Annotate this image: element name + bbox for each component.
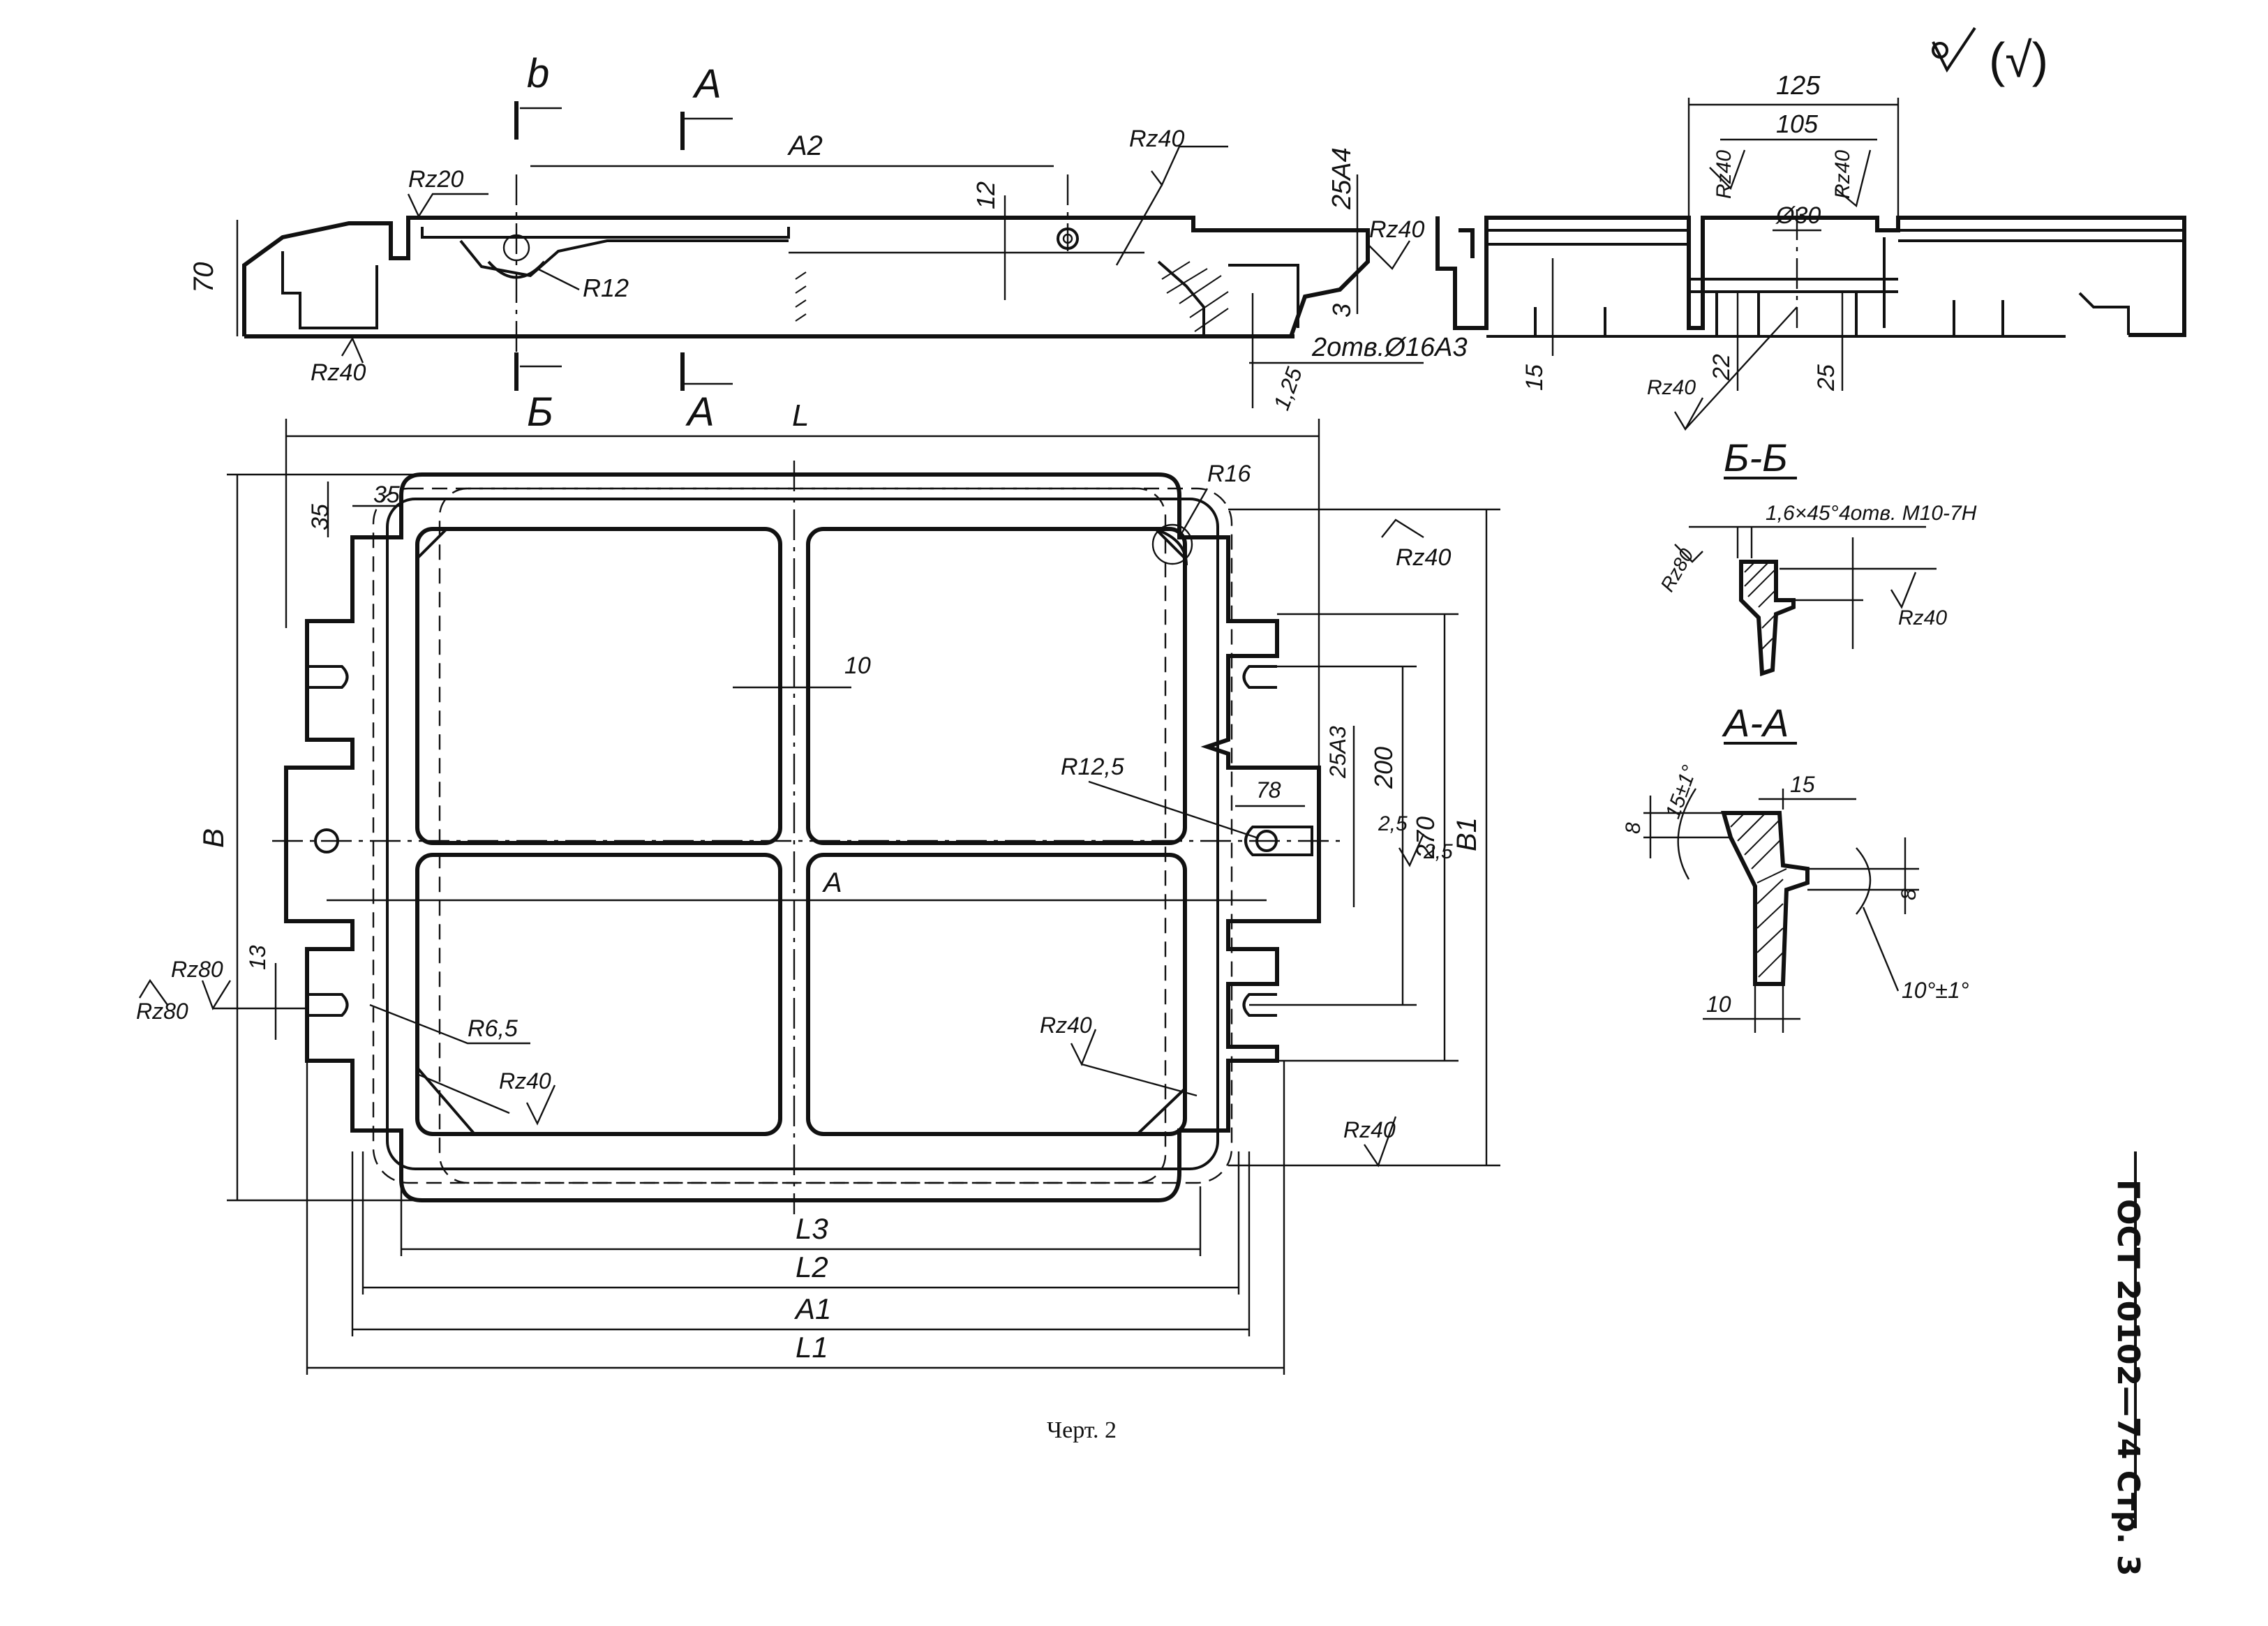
dim-25a3: 25A3 <box>1325 726 1350 779</box>
dim-holes-4: 4отв. M10-7H <box>1839 502 1977 525</box>
dim-holes-2: 2отв.Ø16A3 <box>1311 333 1468 362</box>
dim-35-a: 35 <box>373 482 400 508</box>
dim-l3: L3 <box>796 1212 828 1245</box>
figure-caption: Черт. 2 <box>1047 1417 1117 1443</box>
roughness-rz80-bb: Rz80 <box>1656 545 1698 595</box>
dim-1-25: 1,25 <box>1269 364 1307 413</box>
roughness-rz80-a: Rz80 <box>171 957 223 982</box>
radius-r12: R12 <box>583 274 629 302</box>
section-mark-b-lower: Б <box>527 389 553 435</box>
dim-25: 25 <box>1813 364 1840 391</box>
section-bb: Б-Б 1,6×45° 4отв. M10-7H Rz80 Rz40 <box>1656 435 1977 677</box>
dim-13: 13 <box>245 945 270 970</box>
roughness-rz40-bb: Rz40 <box>1898 606 1947 629</box>
dim-15: 15 <box>1521 364 1548 391</box>
dim-l1: L1 <box>796 1331 828 1364</box>
roughness-rz40-right-top: Rz40 <box>1369 216 1424 243</box>
dim-10: 10 <box>844 652 871 679</box>
aa-dim-8-b: 8 <box>1897 888 1920 900</box>
dim-b1: B1 <box>1452 817 1482 851</box>
radius-r12-5: R12,5 <box>1061 754 1124 780</box>
aa-dim-15: 15 <box>1790 772 1815 797</box>
radius-r16: R16 <box>1207 461 1251 487</box>
roughness-rz40-inner-r: Rz40 <box>1040 1013 1092 1038</box>
dim-a: A <box>822 867 842 898</box>
dim-a2: A2 <box>787 130 823 161</box>
dim-125: 125 <box>1776 71 1821 100</box>
dim-200: 200 <box>1369 747 1398 789</box>
section-title-aa: А-А <box>1722 701 1789 745</box>
dim-105: 105 <box>1776 110 1819 138</box>
section-aa: А-А 15 8 15±1° 8 10°±1° <box>1622 701 1969 1033</box>
dim-35-b: 35 <box>307 504 334 530</box>
radius-r6-5: R6,5 <box>468 1015 518 1042</box>
aa-dim-10: 10 <box>1706 992 1731 1017</box>
section-mark-a-upper: A <box>692 61 722 107</box>
top-end-view: 125 105 Ø30 15 22 25 Rz40 Rz40 Rz40 (√) <box>1435 27 2186 431</box>
dim-d30: Ø30 <box>1775 202 1821 229</box>
dim-3: 3 <box>1327 304 1356 318</box>
dim-l2: L2 <box>796 1251 828 1283</box>
roughness-rz40-main-tr: Rz40 <box>1396 544 1451 571</box>
dim-2-5-a: 2,5 <box>1378 812 1408 835</box>
aa-angle-10: 10°±1° <box>1902 978 1969 1003</box>
roughness-rz40-bottom-r: Rz40 <box>1343 1117 1396 1142</box>
section-mark-a-lower: A <box>685 389 715 435</box>
gost-label: ГОСТ 20102—74 Стр. 3 <box>2110 1179 2146 1576</box>
roughness-rz80-b: Rz80 <box>136 999 188 1024</box>
top-side-view: b A Б A A2 70 12 25A4 3 2отв.Ø16A3 1,25 … <box>188 51 1468 435</box>
dim-a1: A1 <box>793 1292 831 1325</box>
dim-12: 12 <box>971 181 1000 209</box>
dim-chamfer: 1,6×45° <box>1766 502 1839 525</box>
roughness-rz40-e2: Rz40 <box>1831 150 1854 199</box>
plan-view: L 35 35 10 A L3 L2 A1 L1 B 13 <box>136 267 1500 1375</box>
roughness-rz40-top: Rz40 <box>1129 126 1184 152</box>
roughness-rz40-left-bottom: Rz40 <box>311 359 366 386</box>
dim-2-5-b: 2,5 <box>1423 840 1453 863</box>
dim-l: L <box>792 398 809 433</box>
roughness-rz20: Rz20 <box>408 166 463 193</box>
dim-25a4: 25A4 <box>1327 147 1357 210</box>
section-mark-b-upper: b <box>527 51 549 96</box>
section-title-bb: Б-Б <box>1724 435 1788 479</box>
roughness-symbol: (√) <box>1989 33 2048 87</box>
dim-b: B <box>197 828 230 848</box>
side-label: ГОСТ 20102—74 Стр. 3 <box>2110 1151 2146 1576</box>
roughness-rz40-e3: Rz40 <box>1647 376 1696 399</box>
dim-78: 78 <box>1256 777 1281 803</box>
roughness-rz40-inner-l: Rz40 <box>499 1068 551 1094</box>
dim-70: 70 <box>188 262 219 294</box>
dim-22: 22 <box>1708 354 1735 381</box>
aa-dim-8-a: 8 <box>1622 822 1645 834</box>
